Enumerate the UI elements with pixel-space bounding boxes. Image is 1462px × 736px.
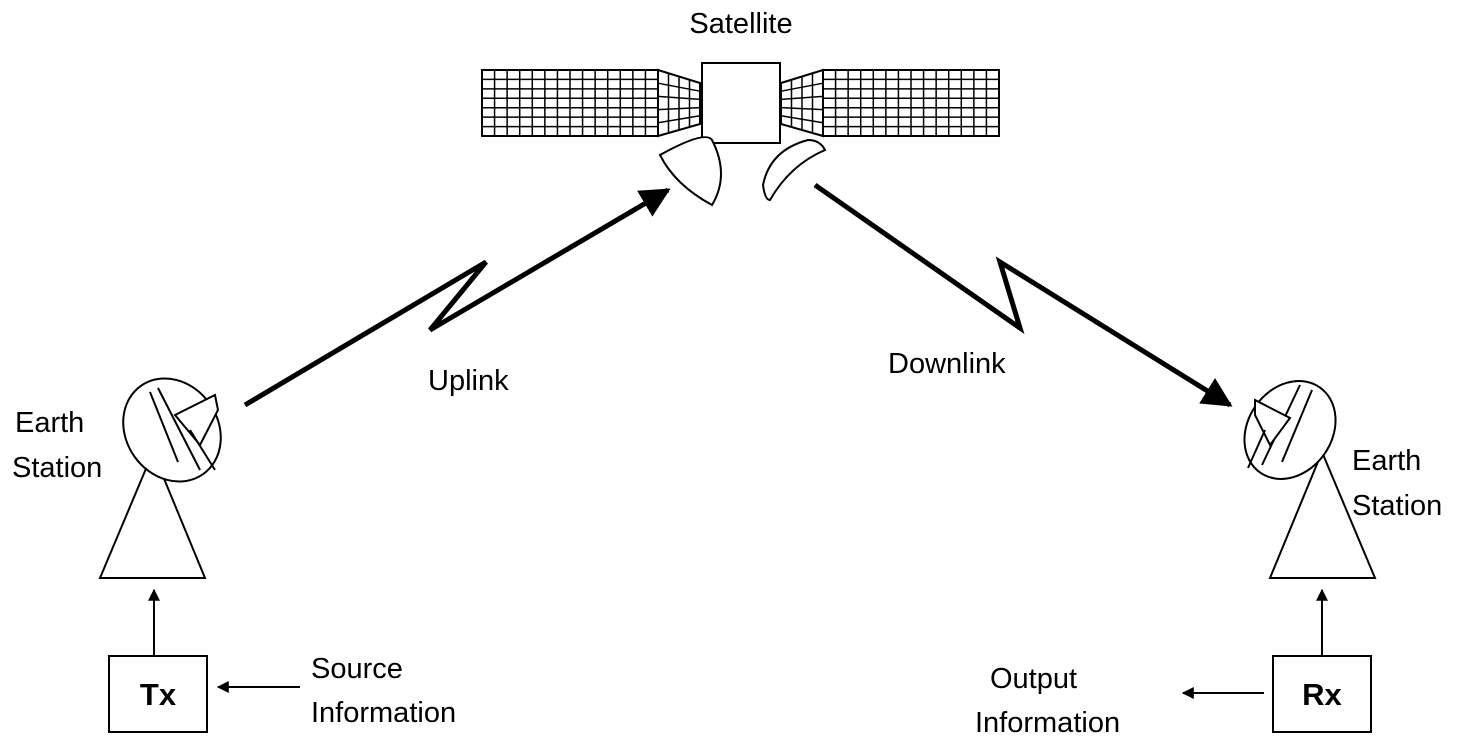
right-earth-station-label-line1: Earth	[1352, 445, 1421, 477]
left-panel-connector	[657, 68, 701, 138]
uplink-label: Uplink	[428, 365, 509, 397]
left-earth-station	[98, 377, 222, 579]
source-label-line1: Source	[311, 653, 403, 685]
output-label-line1: Output	[990, 663, 1077, 695]
dish-antenna-icon	[122, 377, 222, 483]
rx-box	[1272, 655, 1372, 733]
left-earth-station-label-line2: Station	[12, 452, 102, 484]
right-tower	[1268, 449, 1377, 579]
downlink-arrow	[813, 182, 1233, 408]
downlink-label: Downlink	[888, 348, 1006, 380]
output-label-line2: Information	[975, 707, 1120, 736]
right-earth-station-label-line2: Station	[1352, 490, 1442, 522]
satellite-body	[701, 62, 781, 144]
uplink-arrow	[243, 187, 671, 408]
right-earth-station	[1243, 380, 1377, 579]
tx-label: Tx	[140, 677, 177, 712]
right-solar-panel	[822, 69, 1000, 137]
dish-antenna-icon	[1243, 380, 1337, 480]
left-tower	[98, 449, 207, 579]
satellite-right-dish	[761, 138, 827, 202]
satellite-label: Satellite	[689, 8, 792, 40]
satellite-icon	[481, 62, 1000, 207]
rx-label: Rx	[1302, 677, 1342, 712]
left-earth-station-label-line1: Earth	[15, 407, 84, 439]
left-solar-panel	[481, 69, 659, 137]
source-label-line2: Information	[311, 697, 456, 729]
tx-box	[108, 655, 208, 733]
satellite-left-dish	[658, 136, 722, 207]
